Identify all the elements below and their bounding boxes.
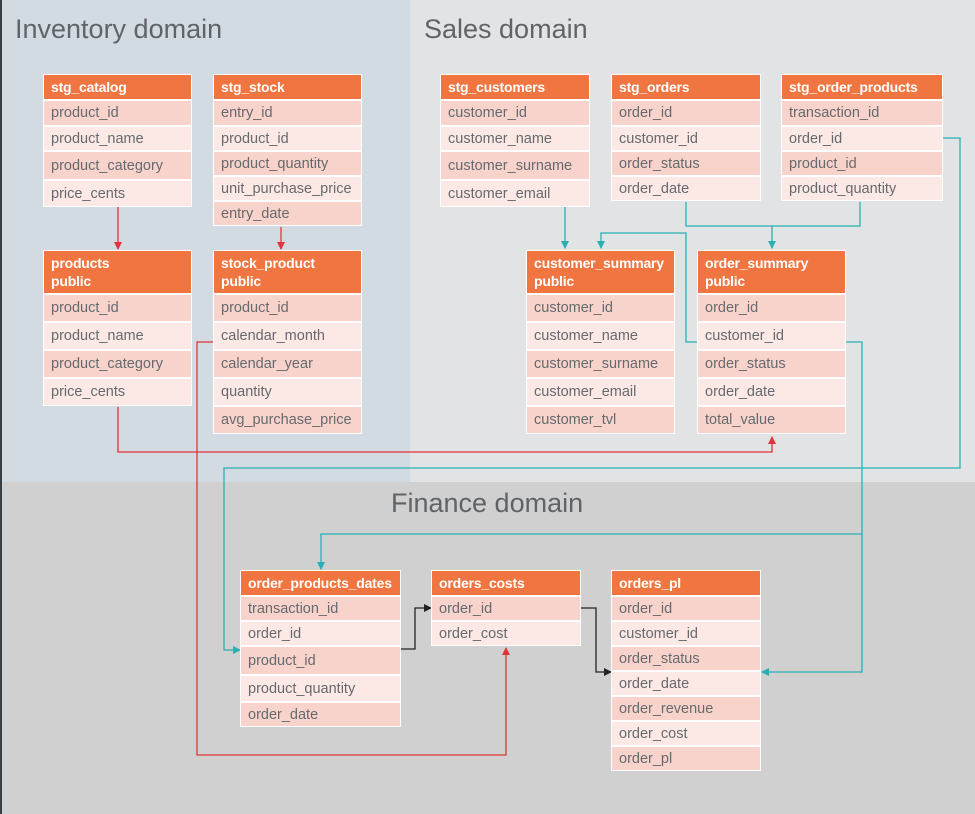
field-row: customer_name bbox=[441, 125, 589, 150]
field-row: customer_id bbox=[612, 620, 760, 645]
field-row: order_id bbox=[432, 595, 580, 620]
table-orders-pl[interactable]: orders_pl order_id customer_id order_sta… bbox=[611, 570, 761, 771]
field-row: product_id bbox=[241, 645, 400, 674]
table-stock-product-public[interactable]: stock_product public product_id calendar… bbox=[213, 250, 362, 434]
field-row: customer_id bbox=[441, 99, 589, 125]
field-row: transaction_id bbox=[241, 595, 400, 620]
field-row: customer_name bbox=[527, 321, 674, 349]
field-row: customer_id bbox=[527, 293, 674, 321]
field-row: customer_tvl bbox=[527, 405, 674, 433]
field-row: transaction_id bbox=[782, 99, 942, 125]
field-row: avg_purchase_price bbox=[214, 405, 361, 433]
table-header: products public bbox=[44, 251, 191, 293]
field-row: order_id bbox=[612, 99, 760, 125]
sales-domain-panel bbox=[410, 0, 975, 482]
table-header: stg_orders bbox=[612, 75, 760, 99]
finance-domain-panel bbox=[0, 482, 975, 814]
field-row: product_quantity bbox=[241, 674, 400, 701]
field-row: order_status bbox=[612, 150, 760, 175]
field-row: quantity bbox=[214, 377, 361, 405]
table-header: stock_product public bbox=[214, 251, 361, 293]
table-header: orders_pl bbox=[612, 571, 760, 595]
field-row: unit_purchase_price bbox=[214, 175, 361, 200]
field-row: product_id bbox=[214, 293, 361, 321]
field-row: order_id bbox=[612, 595, 760, 620]
field-row: price_cents bbox=[44, 179, 191, 206]
field-row: order_status bbox=[698, 349, 845, 377]
field-row: product_category bbox=[44, 349, 191, 377]
table-products-public[interactable]: products public product_id product_name … bbox=[43, 250, 192, 406]
field-row: price_cents bbox=[44, 377, 191, 405]
table-header: order_summary public bbox=[698, 251, 845, 293]
field-row: calendar_month bbox=[214, 321, 361, 349]
table-stg-orders[interactable]: stg_orders order_id customer_id order_st… bbox=[611, 74, 761, 201]
table-header: orders_costs bbox=[432, 571, 580, 595]
sales-domain-title: Sales domain bbox=[424, 14, 588, 44]
field-row: customer_surname bbox=[441, 150, 589, 179]
field-row: customer_email bbox=[527, 377, 674, 405]
table-header: stg_stock bbox=[214, 75, 361, 99]
table-stg-customers[interactable]: stg_customers customer_id customer_name … bbox=[440, 74, 590, 207]
table-header: stg_customers bbox=[441, 75, 589, 99]
field-row: order_pl bbox=[612, 745, 760, 770]
table-stg-catalog[interactable]: stg_catalog product_id product_name prod… bbox=[43, 74, 192, 207]
table-stg-stock[interactable]: stg_stock entry_id product_id product_qu… bbox=[213, 74, 362, 226]
inventory-domain-title: Inventory domain bbox=[15, 14, 223, 44]
table-customer-summary-public[interactable]: customer_summary public customer_id cust… bbox=[526, 250, 675, 434]
field-row: order_date bbox=[612, 175, 760, 200]
field-row: customer_id bbox=[698, 321, 845, 349]
field-row: order_id bbox=[241, 620, 400, 645]
field-row: customer_id bbox=[612, 125, 760, 150]
field-row: product_name bbox=[44, 321, 191, 349]
field-row: entry_id bbox=[214, 99, 361, 125]
field-row: order_id bbox=[782, 125, 942, 150]
table-header: order_products_dates bbox=[241, 571, 400, 595]
finance-domain-title: Finance domain bbox=[391, 488, 584, 518]
field-row: product_category bbox=[44, 150, 191, 179]
field-row: order_date bbox=[698, 377, 845, 405]
table-order-products-dates[interactable]: order_products_dates transaction_id orde… bbox=[240, 570, 401, 727]
field-row: order_date bbox=[241, 701, 400, 726]
table-stg-order-products[interactable]: stg_order_products transaction_id order_… bbox=[781, 74, 943, 201]
field-row: product_quantity bbox=[782, 175, 942, 200]
field-row: product_quantity bbox=[214, 150, 361, 175]
table-orders-costs[interactable]: orders_costs order_id order_cost bbox=[431, 570, 581, 646]
table-header: stg_order_products bbox=[782, 75, 942, 99]
table-order-summary-public[interactable]: order_summary public order_id customer_i… bbox=[697, 250, 846, 434]
field-row: product_id bbox=[782, 150, 942, 175]
field-row: customer_email bbox=[441, 179, 589, 206]
field-row: product_name bbox=[44, 125, 191, 150]
field-row: order_id bbox=[698, 293, 845, 321]
field-row: product_id bbox=[44, 99, 191, 125]
field-row: calendar_year bbox=[214, 349, 361, 377]
field-row: product_id bbox=[214, 125, 361, 150]
field-row: order_date bbox=[612, 670, 760, 695]
field-row: total_value bbox=[698, 405, 845, 433]
table-header: customer_summary public bbox=[527, 251, 674, 293]
field-row: order_status bbox=[612, 645, 760, 670]
field-row: order_cost bbox=[612, 720, 760, 745]
field-row: customer_surname bbox=[527, 349, 674, 377]
field-row: order_revenue bbox=[612, 695, 760, 720]
field-row: entry_date bbox=[214, 200, 361, 225]
field-row: product_id bbox=[44, 293, 191, 321]
table-header: stg_catalog bbox=[44, 75, 191, 99]
field-row: order_cost bbox=[432, 620, 580, 645]
